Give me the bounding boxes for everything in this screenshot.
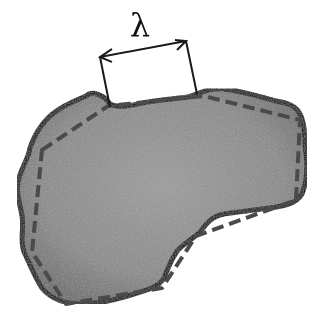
step-length-label: λ xyxy=(130,6,150,44)
particle-shape xyxy=(17,89,306,304)
